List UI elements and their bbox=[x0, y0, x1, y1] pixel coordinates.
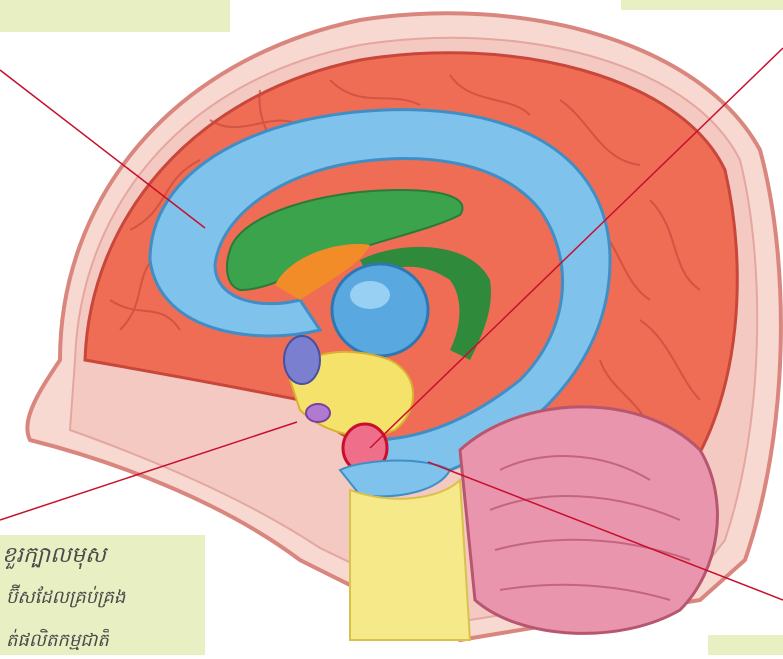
label-box-top-right bbox=[621, 0, 783, 10]
optic-chiasm bbox=[284, 336, 320, 384]
thalamus bbox=[332, 264, 428, 356]
brainstem bbox=[350, 480, 470, 640]
pituitary-gland bbox=[306, 404, 330, 422]
label-description-line-2: ត់ផលិតកម្មជាតី bbox=[6, 628, 109, 655]
label-title: ខួរក្បាលមុស bbox=[2, 541, 106, 573]
label-box-top-left bbox=[0, 0, 230, 32]
thalamus-highlight bbox=[350, 281, 390, 309]
label-description-line-1: ប៊ីសដែលគ្រប់គ្រង bbox=[6, 585, 125, 612]
label-box-bottom-right bbox=[708, 635, 783, 655]
